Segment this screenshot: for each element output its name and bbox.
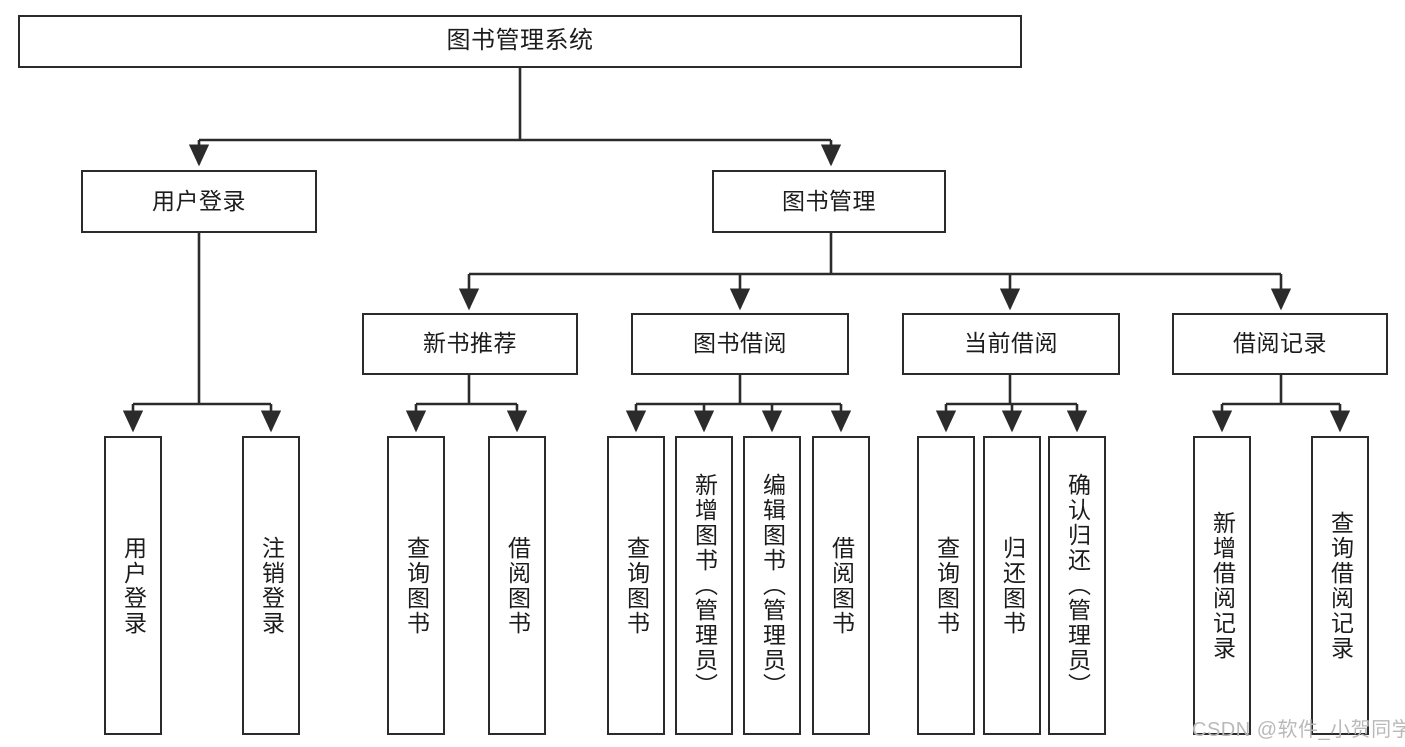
node-borrow-record[interactable]: 借阅记录 bbox=[1172, 313, 1388, 375]
node-leaf-query-book-2[interactable]: 查询图书 bbox=[607, 436, 665, 735]
node-book-borrow[interactable]: 图书借阅 bbox=[631, 313, 849, 375]
node-leaf-confirm-return[interactable]: 确认归还（管理员） bbox=[1048, 436, 1106, 735]
node-leaf-borrow-book-2[interactable]: 借阅图书 bbox=[812, 436, 870, 735]
node-label: 借阅记录 bbox=[1233, 330, 1327, 357]
node-label: 新增图书（管理员） bbox=[691, 473, 718, 698]
csdn-watermark: CSDN @软件_小贺同学 bbox=[1192, 719, 1405, 741]
node-label: 查询图书 bbox=[403, 535, 430, 636]
node-leaf-logout-login[interactable]: 注销登录 bbox=[242, 436, 300, 735]
node-leaf-return-book[interactable]: 归还图书 bbox=[983, 436, 1041, 735]
node-leaf-edit-book[interactable]: 编辑图书（管理员） bbox=[743, 436, 801, 735]
node-leaf-add-record[interactable]: 新增借阅记录 bbox=[1193, 436, 1251, 735]
node-label: 查询图书 bbox=[933, 535, 960, 636]
node-label: 新增借阅记录 bbox=[1209, 510, 1236, 661]
node-leaf-add-book[interactable]: 新增图书（管理员） bbox=[675, 436, 733, 735]
node-leaf-user-login[interactable]: 用户登录 bbox=[104, 436, 162, 735]
node-leaf-query-book-3[interactable]: 查询图书 bbox=[917, 436, 975, 735]
node-label: 图书管理 bbox=[782, 187, 876, 214]
node-label: 借阅图书 bbox=[504, 535, 531, 636]
node-current-borrow[interactable]: 当前借阅 bbox=[902, 313, 1120, 375]
node-user-login[interactable]: 用户登录 bbox=[81, 170, 317, 233]
node-label: 归还图书 bbox=[999, 535, 1026, 636]
node-root-book-management-system[interactable]: 图书管理系统 bbox=[18, 15, 1022, 68]
node-label: 确认归还（管理员） bbox=[1064, 473, 1091, 698]
node-label: 当前借阅 bbox=[964, 330, 1058, 357]
node-book-management[interactable]: 图书管理 bbox=[712, 170, 946, 233]
node-label: 图书管理系统 bbox=[446, 27, 594, 55]
node-new-book-recommend[interactable]: 新书推荐 bbox=[362, 313, 578, 375]
node-label: 查询图书 bbox=[623, 535, 650, 636]
node-leaf-query-record[interactable]: 查询借阅记录 bbox=[1311, 436, 1369, 735]
node-label: 用户登录 bbox=[120, 535, 147, 636]
node-label: 查询借阅记录 bbox=[1327, 510, 1354, 661]
node-label: 编辑图书（管理员） bbox=[759, 473, 786, 698]
node-label: 新书推荐 bbox=[423, 330, 517, 357]
node-leaf-borrow-book-1[interactable]: 借阅图书 bbox=[488, 436, 546, 735]
node-label: 注销登录 bbox=[258, 535, 285, 636]
node-label: 借阅图书 bbox=[828, 535, 855, 636]
node-label: 图书借阅 bbox=[693, 330, 787, 357]
node-label: 用户登录 bbox=[152, 187, 246, 214]
node-leaf-query-book-1[interactable]: 查询图书 bbox=[387, 436, 445, 735]
